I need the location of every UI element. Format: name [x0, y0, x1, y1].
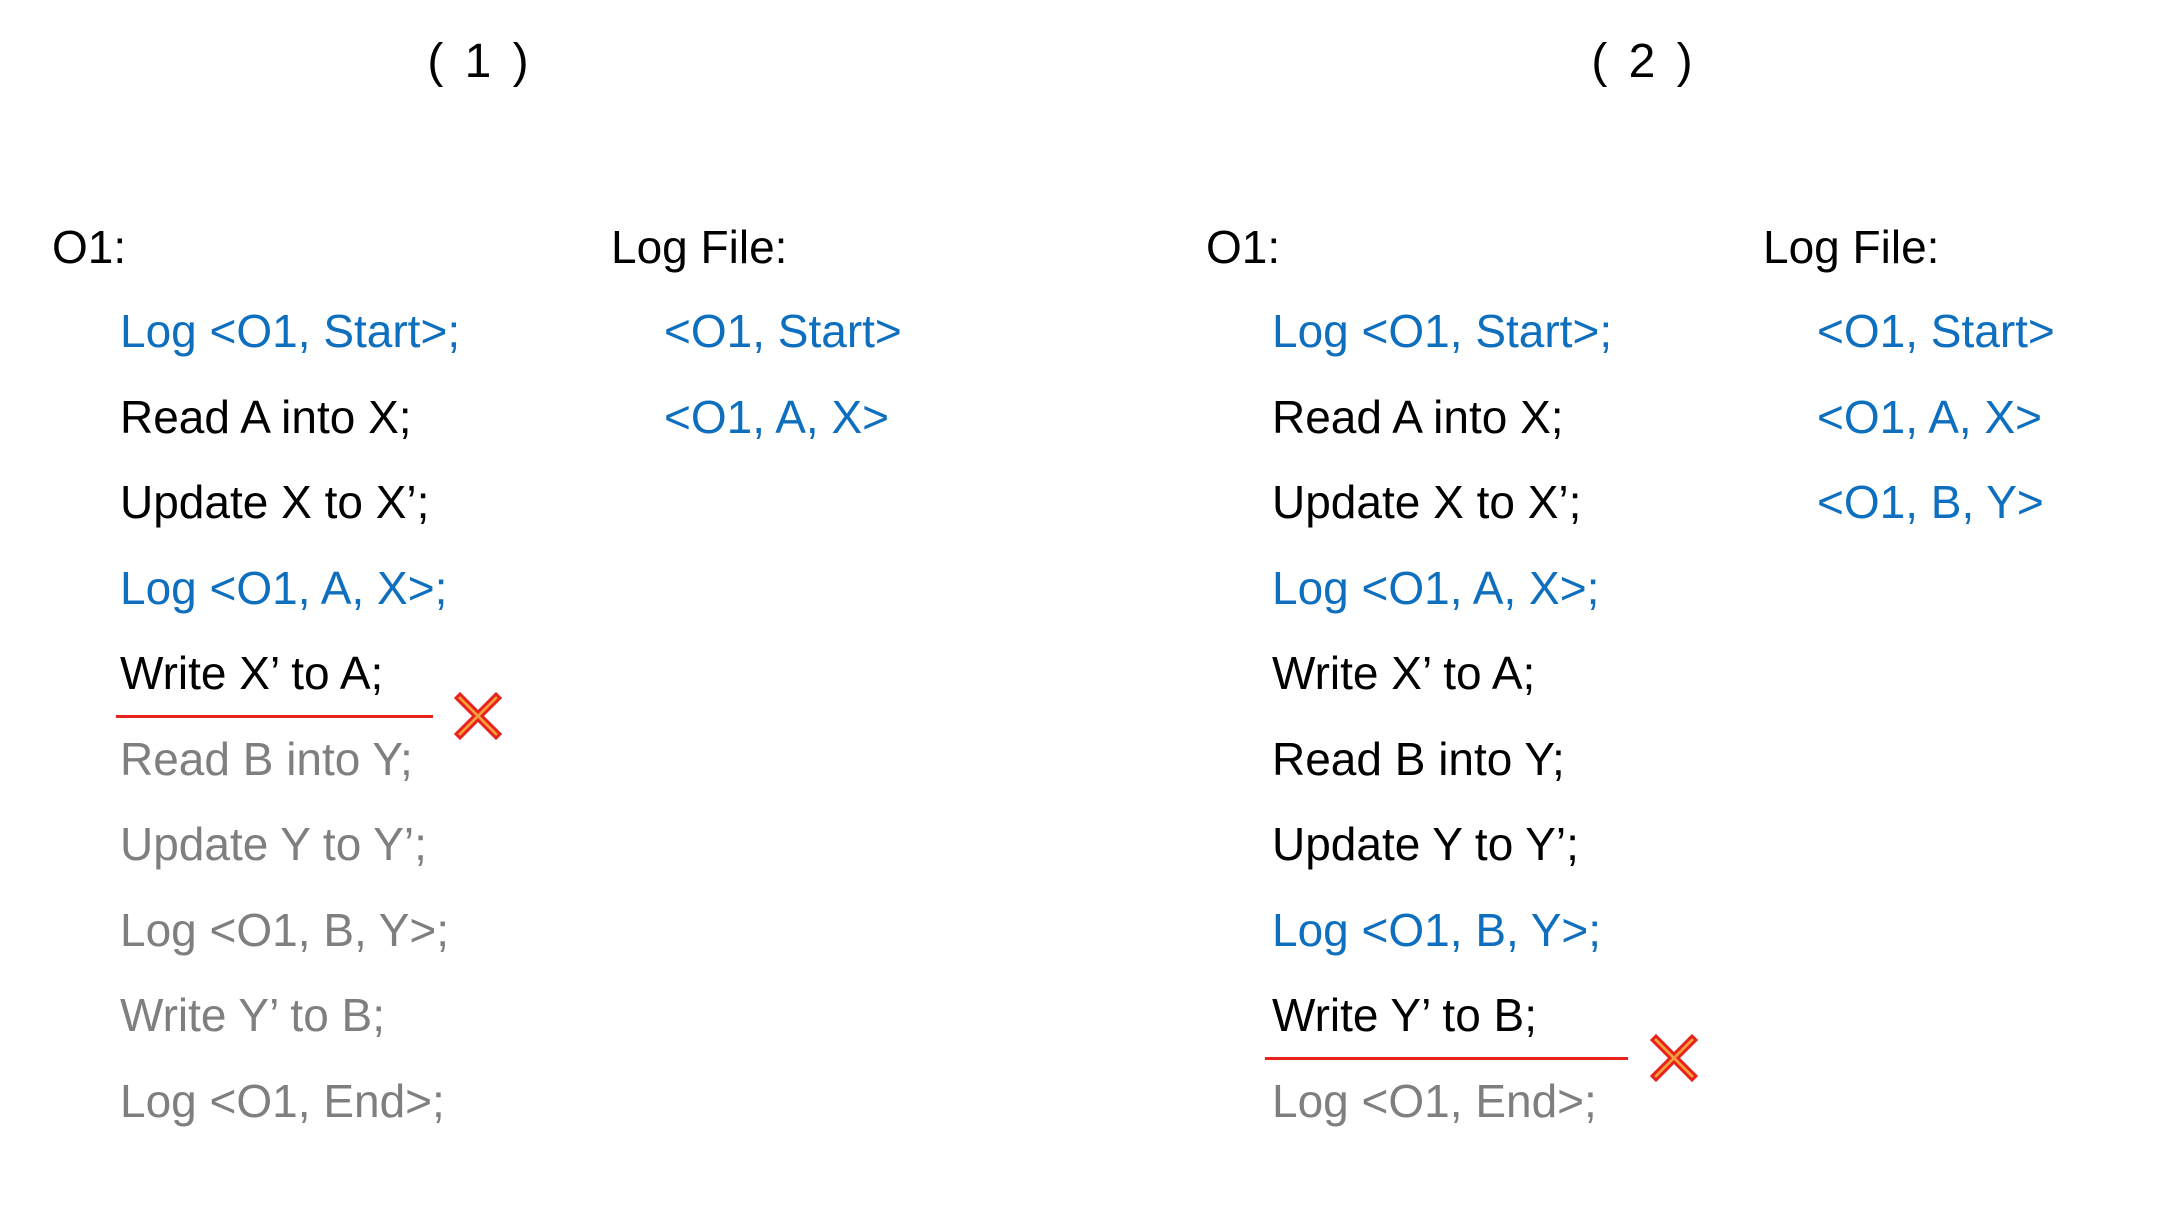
step: Log <O1, Start>; [1272, 305, 1613, 357]
step: Log <O1, A, X>; [1272, 562, 1600, 614]
step: Read A into X; [1272, 391, 1564, 443]
step: Log <O1, Start>; [120, 305, 461, 357]
step: Read B into Y; [1272, 733, 1565, 785]
step: Update X to X’; [1272, 476, 1582, 528]
log-entry: <O1, B, Y> [1817, 476, 2044, 528]
log-file-label: Log File: [1763, 221, 1940, 273]
log-entry: <O1, A, X> [664, 391, 890, 443]
panel-title: ( 2 ) [1591, 35, 1697, 88]
step: Write Y’ to B; [120, 989, 386, 1041]
log-entry: <O1, Start> [664, 305, 902, 357]
step: Log <O1, B, Y>; [1272, 904, 1602, 956]
failure-line [116, 715, 433, 718]
panel-title: ( 1 ) [427, 35, 533, 88]
step: Update Y to Y’; [120, 818, 427, 870]
log-entry: <O1, A, X> [1817, 391, 2043, 443]
step: Log <O1, End>; [120, 1075, 445, 1127]
red-x-icon [1649, 1033, 1699, 1083]
step: Write X’ to A; [120, 647, 384, 699]
step: Update X to X’; [120, 476, 430, 528]
operation-label: O1: [1206, 221, 1281, 273]
step: Write Y’ to B; [1272, 989, 1538, 1041]
step: Log <O1, B, Y>; [120, 904, 450, 956]
failure-line [1265, 1057, 1628, 1060]
step: Read A into X; [120, 391, 412, 443]
log-file-label: Log File: [611, 221, 788, 273]
operation-label: O1: [52, 221, 127, 273]
step: Log <O1, A, X>; [120, 562, 448, 614]
step: Update Y to Y’; [1272, 818, 1579, 870]
step: Read B into Y; [120, 733, 413, 785]
step: Write X’ to A; [1272, 647, 1536, 699]
red-x-icon [453, 691, 503, 741]
step: Log <O1, End>; [1272, 1075, 1597, 1127]
log-entry: <O1, Start> [1817, 305, 2055, 357]
